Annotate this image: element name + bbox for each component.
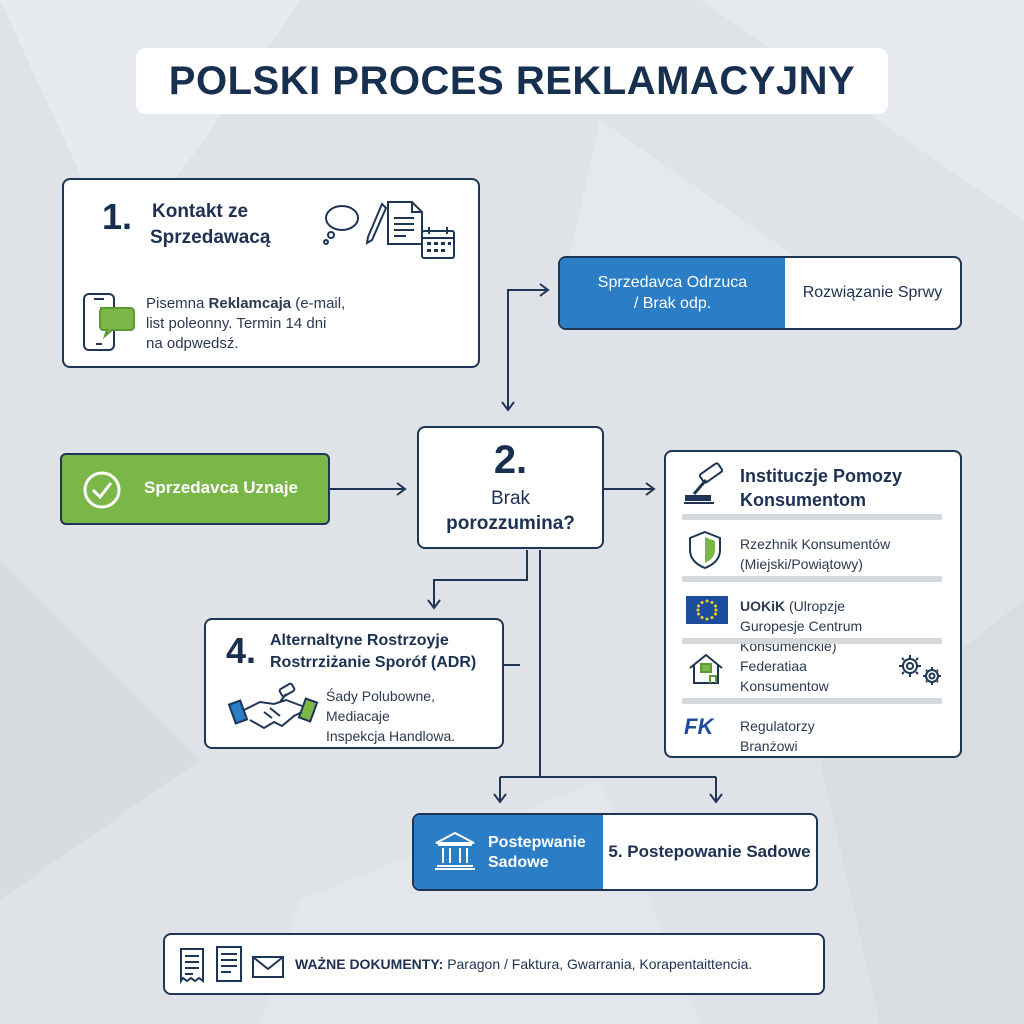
step1-card: 1. Kontakt ze Sprzedawacą Pisemna Reklam… [62,178,480,368]
institution-regulators-line2: Branżowi [740,738,798,754]
step4-desc-line1: Śady Polubowne, Mediacaje [326,688,435,724]
court-line1: Postepwanie [488,834,586,851]
institutions-heading-line1: Instituczje Pomozy [740,466,903,486]
seller-refuses-line1: Sprzedavca Odrzuca [597,274,748,291]
phone-message-icon [83,293,135,351]
institution-ombudsman-line1: Rzezhnik Konsumentów [740,536,891,552]
separator [682,698,942,704]
institution-ombudsman: Rzezhnik Konsumentów (Miejski/Powiątowy) [740,534,890,574]
step2-number: 2. [493,438,528,482]
envelope-icon [252,956,284,978]
institution-uokik-rest: (Ulropzje [785,598,846,614]
seller-refuses-label: Sprzedavca Odrzuca / Brak odp. [560,258,785,328]
seller-accepts-card: Sprzedavca Uznaje [60,453,330,525]
step1-desc-prefix: Pisemna [146,295,205,312]
institution-uokik-name: UOKiK [740,598,786,614]
step1-desc-bold: Reklamcaja [208,295,292,312]
document-icon [387,201,423,245]
title-banner: POLSKI PROCES REKLAMACYJNY [136,48,888,114]
consumer-institutions-card: Instituczje Pomozy Konsumentom Rzezhnik … [664,450,962,758]
resolution-label: Rozwiązanie Sprwy [802,284,943,301]
institution-regulators-line1: Regulatorzy [740,718,815,734]
separator [682,576,942,582]
institution-uokik: UOKiK (Ulropzje Guropesje Centrum Konsum… [740,596,960,656]
shield-icon [689,530,721,570]
step1-number: 1. [102,196,133,237]
receipt-icon [180,948,204,985]
courthouse-icon [435,831,475,870]
refuse-resolution-card: Sprzedavca Odrzuca / Brak odp. Rozwiązan… [558,256,962,330]
seller-accepts-label: Sprzedavca Uznaje [144,478,299,497]
court-line2: Sadowe [488,854,549,871]
institution-federation-line2: Konsumentow [740,678,829,694]
gavel-icon [684,462,724,504]
gears-icon [899,655,941,685]
speech-bubble-icon [323,205,359,245]
court-proceedings-label: Postepwanie Sadowe [414,815,603,889]
calendar-icon [421,227,455,259]
important-documents-bar: WAŻNE DOKUMENTY: Paragon / Faktura, Gwar… [163,933,825,995]
institution-federation-line1: Federatiaa [740,658,807,674]
step4-adr-card: 4. Alternaltyne Rostrzoyje Rostrrziżanie… [204,618,504,749]
step4-heading-line1: Alternaltyne Rostrzoyje [270,632,449,649]
step1-heading-line2: Sprzedawacą [150,227,271,248]
house-icon [689,653,723,684]
handshake-icon [227,682,319,730]
step4-description: Śady Polubowne, Mediacaje Inspekcja Hand… [326,686,502,746]
step4-number: 4. [226,630,257,671]
documents-text: WAŻNE DOKUMENTY: Paragon / Faktura, Gwar… [295,956,752,972]
documents-label: WAŻNE DOKUMENTY: [295,956,444,972]
documents-list: Paragon / Faktura, Gwarrania, Korapentai… [447,956,753,972]
step1-desc-suffix: (e-mail, [295,295,346,312]
step4-desc-line2: Inspekcja Handlowa. [326,728,456,744]
step1-heading-line1: Kontakt ze [152,201,249,222]
institution-federation: Federatiaa Konsumentow [740,656,829,696]
fk-logo: FK [684,714,714,739]
eu-flag-icon [686,596,728,624]
check-circle-icon [83,471,121,509]
invoice-icon [216,946,242,982]
step2-line2: porozzumina? [446,513,575,534]
page-title: POLSKI PROCES REKLAMACYJNY [168,58,856,103]
institutions-heading-line2: Konsumentom [740,490,866,510]
step4-heading-line2: Rostrrziżanie Sporóf (ADR) [270,654,477,671]
pen-icon [365,202,388,245]
separator [682,514,942,520]
institution-regulators: Regulatorzy Branżowi [740,716,815,756]
step2-card: 2. Brak porozzumina? [417,426,604,549]
separator [682,638,942,644]
step2-line1: Brak [490,488,531,509]
step1-desc-line3: na odpwedsź. [146,335,239,352]
step5-court-card: Postepwanie Sadowe 5. Postepowanie Sadow… [412,813,818,891]
seller-refuses-line2: / Brak odp. [633,295,712,312]
step1-desc-line2: list poleonny. Termin 14 dni [146,315,327,332]
step5-label: 5. Postepowanie Sadowe [608,842,811,861]
institution-ombudsman-line2: (Miejski/Powiątowy) [740,556,863,572]
step1-description: Pisemna Reklamcaja (e-mail, list poleonn… [146,294,466,354]
